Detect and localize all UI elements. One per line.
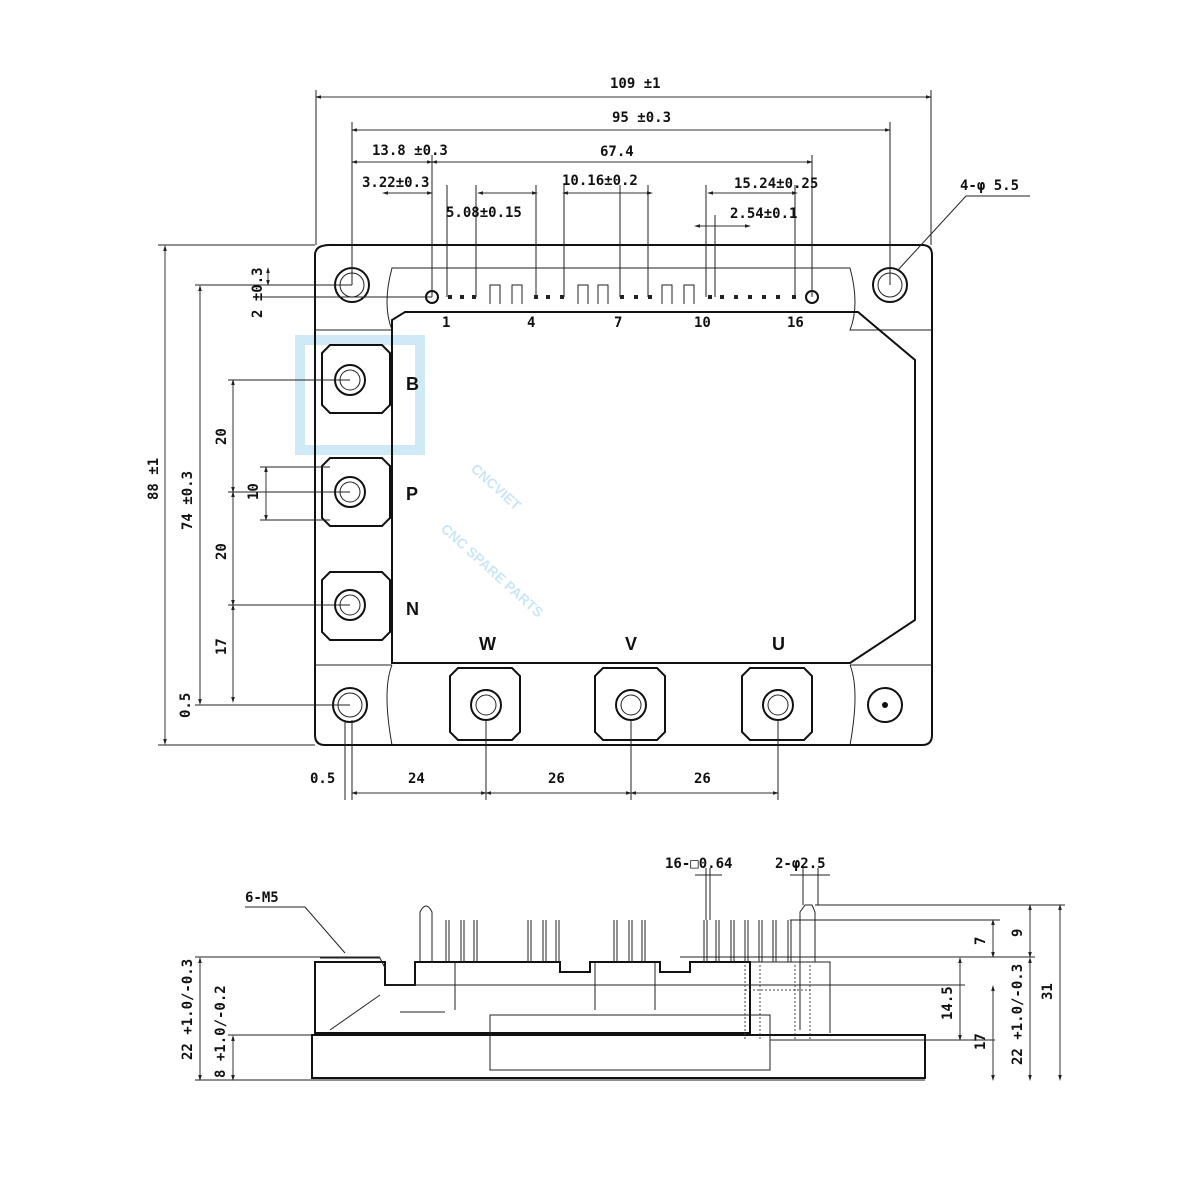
dim-w-to-v: 26 xyxy=(548,771,565,787)
pin-number: 10 xyxy=(694,315,711,331)
pin-number: 1 xyxy=(442,315,450,331)
signal-pins xyxy=(425,284,819,304)
dim-overall-width: 109 ±1 xyxy=(610,76,661,92)
case-profile xyxy=(314,961,751,1034)
dim-pin-span: 67.4 xyxy=(600,144,634,160)
dim-base-8: 8 +1.0/-0.2 xyxy=(213,985,229,1078)
dim-pitch-5-08: 5.08±0.15 xyxy=(446,205,522,221)
dim-pitch-15-24: 15.24±0.25 xyxy=(734,176,818,192)
dim-height-22-left: 22 +1.0/-0.3 xyxy=(180,959,196,1060)
dim-terminal-width: 10 xyxy=(246,483,262,500)
dim-p-to-n: 20 xyxy=(214,543,230,560)
dim-pin-offset-small: 3.22±0.3 xyxy=(362,175,429,191)
dim-height-17: 17 xyxy=(973,1033,989,1050)
dim-height-14-5: 14.5 xyxy=(940,986,956,1020)
side-dimensions xyxy=(195,868,1065,1081)
dim-pitch-2-54: 2.54±0.1 xyxy=(730,206,797,222)
terminal-label-w: W xyxy=(479,634,496,654)
module-body xyxy=(314,244,933,746)
base-plate xyxy=(311,1034,926,1079)
side-view: 6-M5 16-□0.64 2-φ2.5 7 9 22 +1.0/-0.3 8 … xyxy=(180,856,1065,1081)
dim-hole-pitch: 95 ±0.3 xyxy=(612,110,671,126)
dim-pitch-10-16: 10.16±0.2 xyxy=(562,173,638,189)
dim-screw-note: 6-M5 xyxy=(245,890,279,906)
dim-w-offset: 24 xyxy=(408,771,425,787)
pin-number: 7 xyxy=(614,315,622,331)
terminal-label-v: V xyxy=(625,634,637,654)
horizontal-dimensions xyxy=(315,90,932,297)
dim-hole-pitch-v: 74 ±0.3 xyxy=(180,471,196,530)
watermark: CNCVIET CNC SPARE PARTS xyxy=(295,335,547,620)
dim-edge-horizontal: 0.5 xyxy=(310,771,335,787)
pin-number: 16 xyxy=(787,315,804,331)
dim-pin-note: 16-□0.64 xyxy=(665,856,732,872)
vertical-dimensions xyxy=(158,244,432,746)
dim-pin-length-7: 7 xyxy=(973,937,989,945)
terminal-label-u: U xyxy=(772,634,785,654)
terminal-label-b: B xyxy=(406,374,419,394)
dim-pin-row-offset: 2 ±0.3 xyxy=(250,267,266,318)
mount-hole-icon xyxy=(867,687,903,723)
watermark-brand: CNCVIET xyxy=(468,460,525,513)
dim-height-22-right: 22 +1.0/-0.3 xyxy=(1010,964,1026,1065)
dim-v-to-u: 26 xyxy=(694,771,711,787)
pins-side xyxy=(419,904,816,962)
pin-number: 4 xyxy=(527,315,535,331)
dim-pin2-note: 2-φ2.5 xyxy=(775,856,826,872)
dim-b-to-p: 20 xyxy=(214,428,230,445)
top-view: 1 4 7 10 16 B P N W V U xyxy=(146,76,1030,800)
terminal-label-n: N xyxy=(406,599,419,619)
dim-height-31: 31 xyxy=(1040,983,1056,1000)
main-case xyxy=(391,311,916,664)
power-terminals xyxy=(321,344,813,741)
dim-edge-vertical: 0.5 xyxy=(178,693,194,718)
dim-first-pin-offset: 13.8 ±0.3 xyxy=(372,143,448,159)
dim-overall-height: 88 ±1 xyxy=(146,458,162,500)
watermark-tagline: CNC SPARE PARTS xyxy=(438,520,547,620)
base-step-bottom xyxy=(315,664,932,746)
terminal-label-p: P xyxy=(406,484,418,504)
dim-hole-note: 4-φ 5.5 xyxy=(960,178,1019,194)
dim-pin-length-9: 9 xyxy=(1010,929,1026,937)
dim-n-bottom: 17 xyxy=(214,638,230,655)
watermark-logo xyxy=(295,335,425,455)
